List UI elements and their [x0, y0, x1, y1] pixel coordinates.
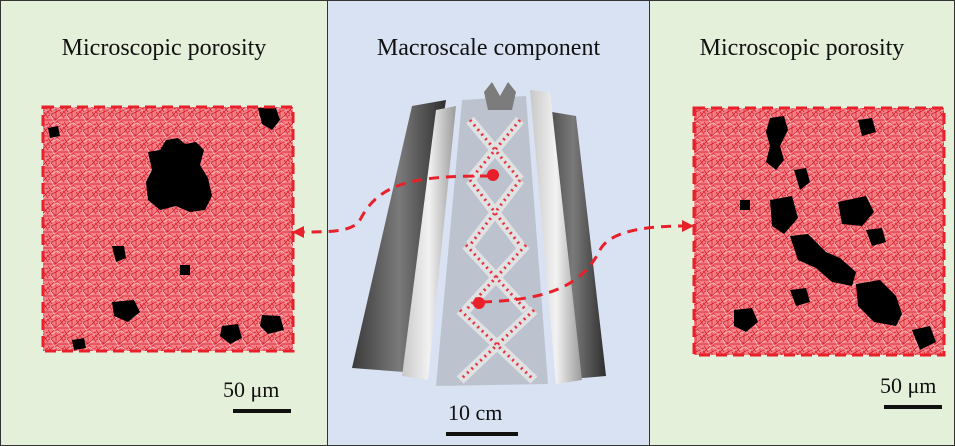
right-scale-label: 50 μm	[880, 373, 937, 398]
left-pore-large	[146, 138, 212, 212]
inner-rail-right	[530, 90, 582, 384]
right-pore	[790, 288, 810, 306]
right-frame	[692, 106, 946, 357]
center-scale-label: 10 cm	[448, 400, 503, 425]
left-pore	[112, 300, 140, 322]
inner-rail-left	[402, 106, 456, 380]
right-pore	[794, 168, 810, 190]
left-panel-title: Microscopic porosity	[61, 35, 267, 61]
macroscale-component	[352, 82, 606, 386]
right-pore	[912, 326, 936, 350]
right-pore	[740, 200, 750, 210]
right-pore	[858, 118, 876, 136]
left-micrograph	[41, 105, 295, 353]
right-pore	[866, 228, 886, 246]
right-mesh	[694, 108, 944, 355]
lattice-struts	[456, 116, 538, 384]
left-pore	[112, 246, 126, 262]
left-frame	[41, 105, 295, 353]
center-scale-bar	[446, 432, 518, 436]
outer-rail-left	[352, 100, 446, 372]
arrow-to-right-micrograph	[481, 224, 685, 304]
left-pore	[220, 324, 242, 344]
right-pore-chain	[790, 234, 856, 286]
hotspot-lower	[473, 297, 485, 309]
right-pore	[838, 196, 874, 226]
center-panel-title: Macroscale component	[376, 35, 601, 61]
top-notch	[484, 82, 516, 110]
left-scale-bar	[233, 409, 291, 413]
arrow-head-right	[682, 220, 694, 232]
right-pore	[766, 116, 788, 170]
right-panel-title: Microscopic porosity	[699, 35, 905, 61]
right-scale-bar	[884, 405, 942, 409]
right-pore	[734, 308, 758, 332]
right-pore	[770, 196, 798, 234]
right-pore-large	[856, 280, 902, 326]
left-pore	[180, 265, 190, 275]
right-micrograph	[692, 106, 946, 357]
arrow-head-left	[292, 226, 304, 238]
left-pore	[48, 126, 60, 138]
connector-arrows	[292, 174, 694, 304]
left-pore	[258, 108, 280, 130]
left-pore	[72, 338, 86, 350]
left-scale-label: 50 μm	[223, 377, 280, 402]
left-pore	[260, 315, 284, 334]
hotspot-upper	[487, 169, 499, 181]
arrow-to-left-micrograph	[299, 174, 491, 234]
